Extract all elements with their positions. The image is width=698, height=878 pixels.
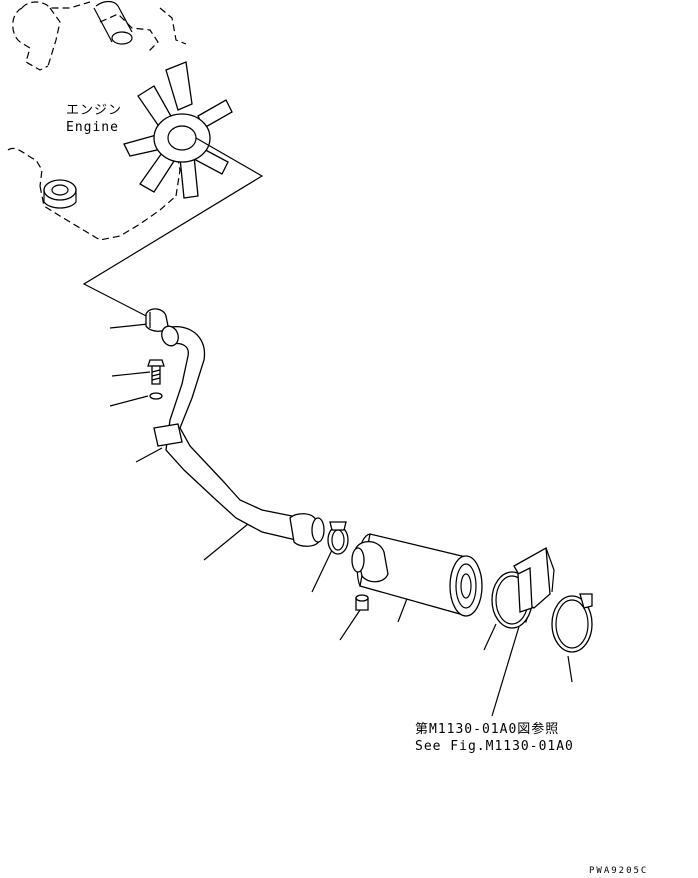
bracket bbox=[513, 546, 555, 613]
engine-label-jp: エンジン bbox=[66, 103, 123, 118]
leader-lines bbox=[109, 323, 573, 717]
evacuator-valve bbox=[355, 594, 369, 611]
washer bbox=[149, 392, 163, 400]
connection-lines bbox=[82, 137, 264, 321]
reference-label-en: See Fig.M1130-01A0 bbox=[415, 739, 574, 754]
engine-label-en: Engine bbox=[66, 120, 119, 135]
engine-pipe bbox=[93, 0, 133, 45]
hose-clamp-filter bbox=[327, 521, 349, 555]
engine-outline bbox=[7, 1, 187, 241]
intake-hose bbox=[153, 325, 325, 547]
engine-fan bbox=[123, 61, 233, 199]
reference-label-jp: 第M1130-01A0図参照 bbox=[415, 722, 560, 737]
bolt bbox=[147, 359, 165, 385]
air-cleaner bbox=[351, 533, 483, 617]
engine-port bbox=[43, 179, 77, 209]
drawing-code: PWA9205C bbox=[589, 866, 649, 876]
ring-clamp bbox=[551, 593, 593, 653]
